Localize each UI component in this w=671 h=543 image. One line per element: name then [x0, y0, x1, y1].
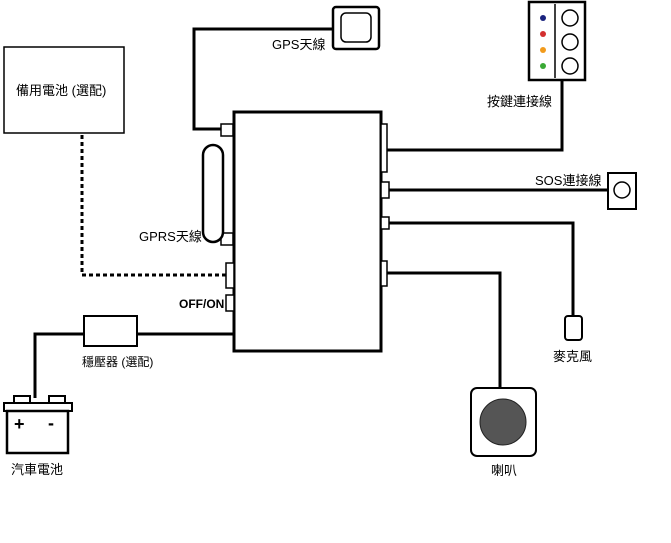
gprs-antenna-label: GPRS天線 — [139, 229, 202, 244]
main-unit-ports — [220, 123, 390, 312]
green-led-dot — [540, 63, 546, 69]
gps-antenna — [331, 5, 381, 51]
gps-antenna-label: GPS天線 — [272, 37, 325, 52]
regulator — [83, 315, 138, 347]
button-3 — [561, 57, 579, 75]
off-on-label: OFF/ON — [179, 297, 224, 311]
speaker — [470, 387, 537, 457]
microphone — [564, 315, 583, 341]
regulator-label: 穩壓器 (選配) — [82, 355, 153, 369]
car-battery — [3, 395, 73, 455]
off-on-switch — [225, 294, 235, 312]
button-cable-label: 按鍵連接線 — [487, 94, 552, 109]
gps-wire — [192, 27, 336, 131]
sos-cable-label: SOS連接線 — [535, 173, 601, 188]
gprs-antenna — [201, 143, 225, 244]
main-unit — [232, 110, 383, 353]
sos-port — [380, 181, 390, 199]
backup-power-port — [225, 262, 235, 289]
battery-minus-sign: - — [48, 413, 54, 433]
red-led-dot — [540, 31, 546, 37]
backup-battery-box — [3, 46, 125, 134]
blue-led-dot — [540, 15, 546, 21]
backup-battery-wire — [80, 135, 228, 277]
microphone-wire — [384, 221, 575, 316]
button-cable-wire — [384, 80, 564, 152]
speaker-label: 喇叭 — [491, 463, 517, 478]
microphone-port — [380, 216, 390, 230]
orange-led-dot — [540, 47, 546, 53]
sos-button — [607, 172, 637, 210]
car-battery-label: 汽車電池 — [11, 462, 63, 477]
power-wire-left — [33, 332, 84, 398]
microphone-label: 麥克風 — [553, 349, 592, 364]
speaker-wire — [384, 271, 502, 388]
speaker-grille — [480, 399, 526, 445]
button-2 — [561, 33, 579, 51]
backup-battery-label: 備用電池 (選配) — [16, 83, 106, 98]
wires — [33, 27, 608, 398]
battery-plus-sign: + — [14, 414, 25, 434]
button-cable-port — [380, 123, 388, 173]
button-1 — [561, 9, 579, 27]
speaker-port — [380, 260, 388, 287]
button-panel — [527, 0, 587, 82]
gps-port — [220, 123, 234, 137]
